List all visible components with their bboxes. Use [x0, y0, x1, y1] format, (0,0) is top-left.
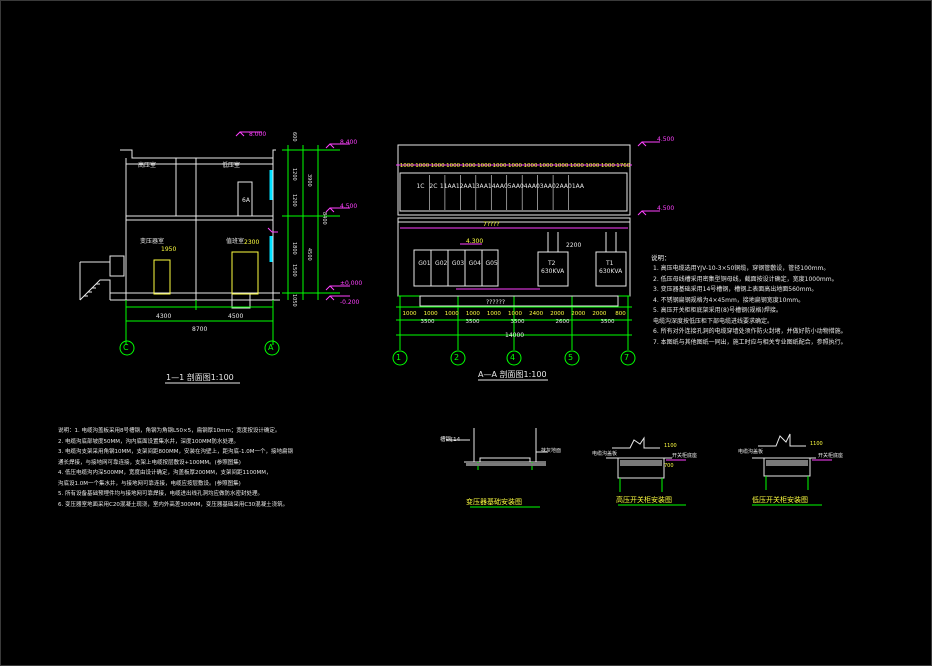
section-a-a	[392, 141, 660, 381]
axis-c-bubble	[119, 340, 135, 356]
section-1-1	[79, 131, 350, 384]
axis-4-bubble	[506, 350, 522, 366]
axis-2-bubble	[450, 350, 466, 366]
hatch	[466, 460, 808, 466]
axis-5-bubble	[564, 350, 580, 366]
axis-7-bubble	[620, 350, 636, 366]
roof-outline	[120, 149, 276, 159]
axis-a-bubble	[264, 340, 280, 356]
axis-1-bubble	[392, 350, 408, 366]
detail-drawings	[446, 428, 816, 479]
